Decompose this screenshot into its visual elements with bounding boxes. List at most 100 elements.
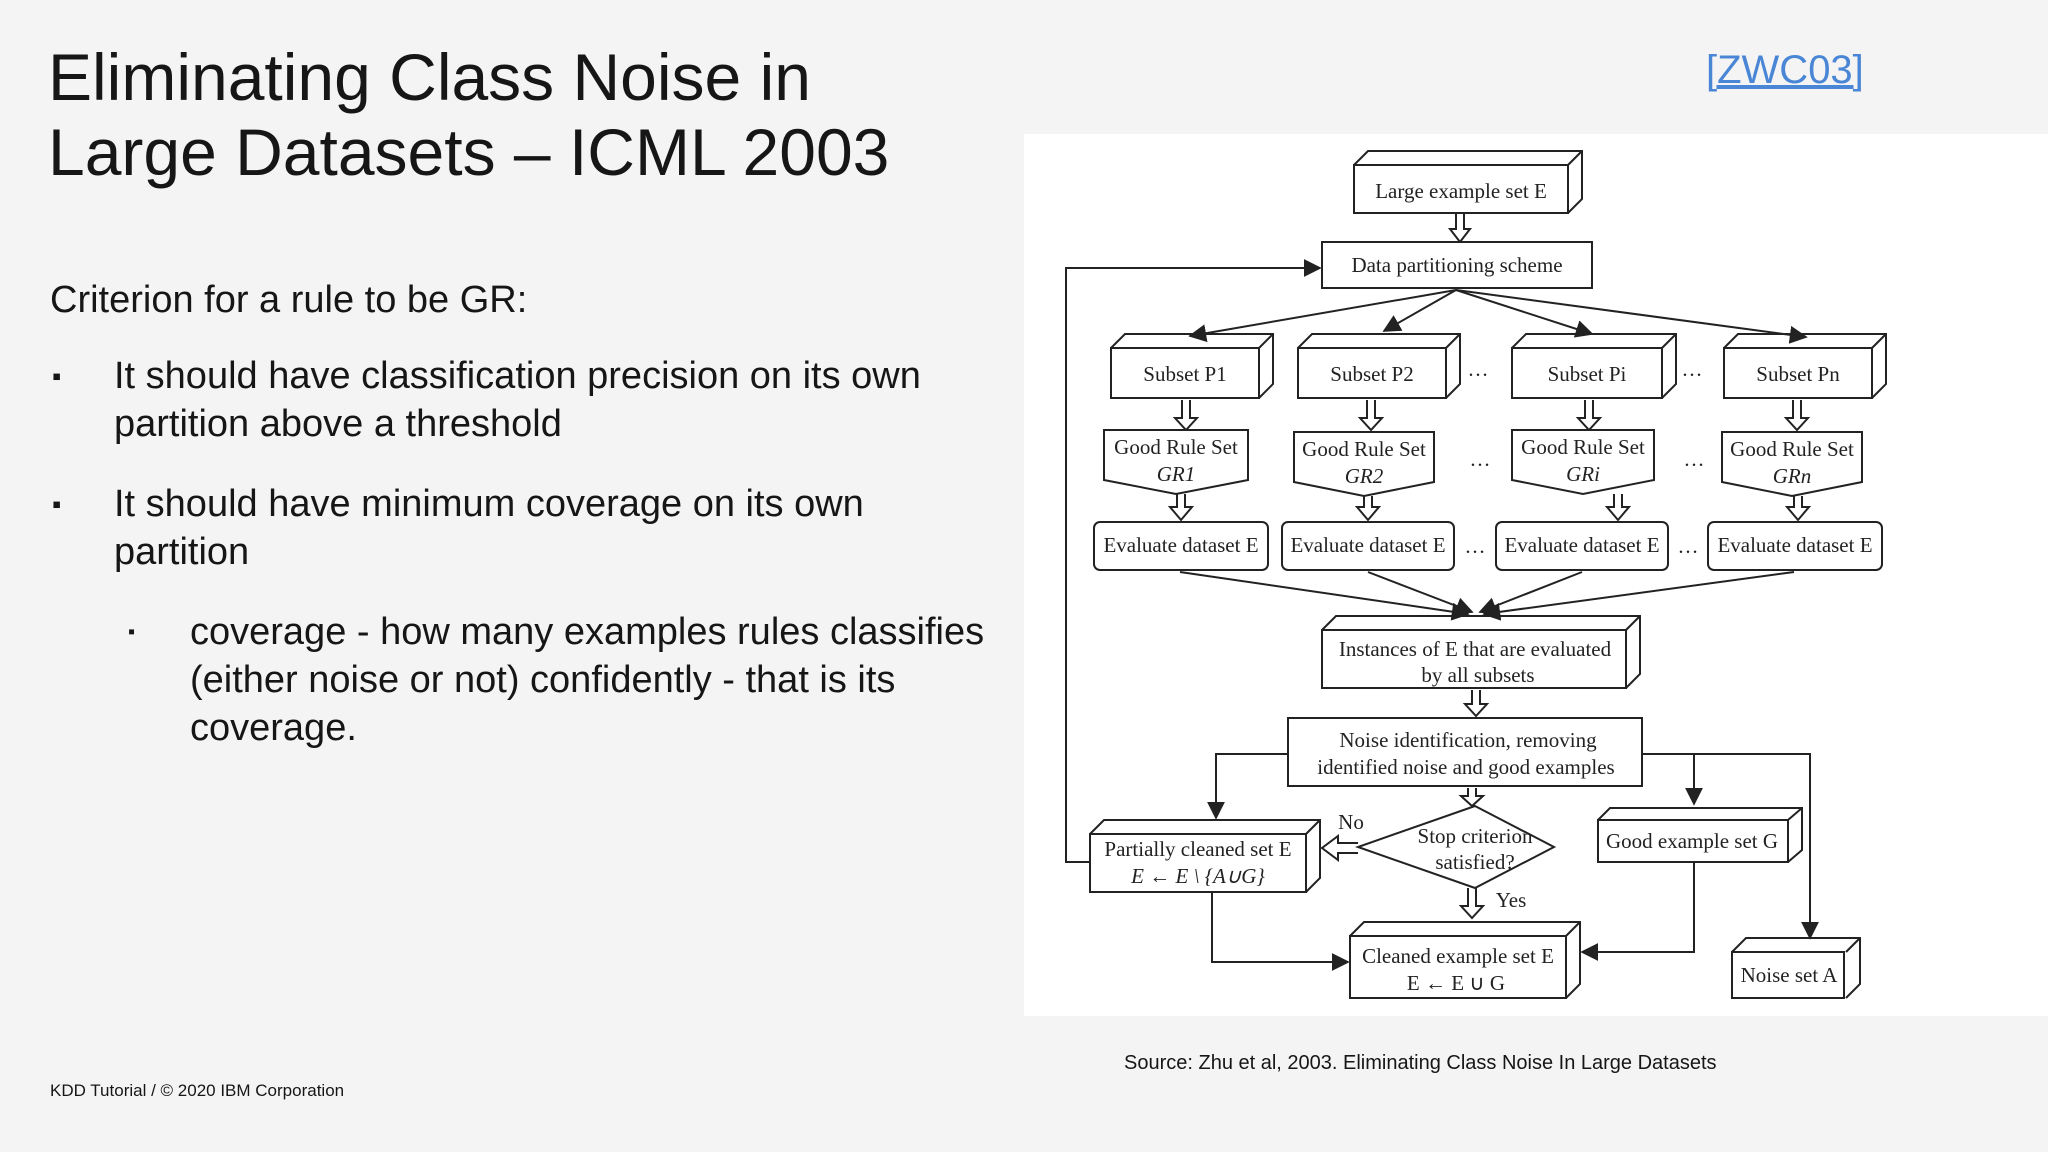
noise-identification-node bbox=[1287, 717, 1643, 787]
branch-arrow bbox=[1207, 753, 1288, 820]
hollow-arrow bbox=[1458, 788, 1486, 808]
partially-cleaned-label: Partially cleaned set E bbox=[1104, 837, 1291, 861]
subset-label: Subset Pi bbox=[1548, 362, 1627, 386]
subset-label: Subset Pn bbox=[1756, 362, 1840, 386]
good-rule-set-label: Good Rule Set bbox=[1521, 435, 1645, 459]
hollow-arrow bbox=[1458, 888, 1486, 920]
bullet-square-icon: ▪ bbox=[52, 489, 62, 519]
slide-title: Eliminating Class Noise in Large Dataset… bbox=[48, 40, 1028, 190]
gr-label: GRn bbox=[1773, 464, 1812, 488]
noise-set-label: Noise set A bbox=[1741, 963, 1839, 987]
fanout-arrow bbox=[1188, 289, 1457, 343]
converge-arrow bbox=[1179, 571, 1470, 621]
hollow-arrow-left bbox=[1320, 834, 1358, 862]
data-partitioning-node bbox=[1321, 241, 1593, 289]
cleaned-example-set-node bbox=[1349, 921, 1581, 999]
cleaned-example-set-formula: E ← E ∪ G bbox=[1407, 971, 1505, 995]
hollow-arrow bbox=[1172, 400, 1200, 432]
flow-arrow bbox=[1211, 892, 1350, 971]
sub-bullet-text: coverage - how many examples rules class… bbox=[190, 611, 985, 749]
partitioning-label: Data partitioning scheme bbox=[1351, 253, 1562, 277]
hollow-arrow bbox=[1167, 494, 1195, 522]
bullet-text: It should have classification precision … bbox=[114, 355, 921, 445]
bullet-item: ▪ It should have classification precisio… bbox=[50, 352, 990, 448]
hollow-arrow bbox=[1604, 494, 1632, 522]
evaluate-label: Evaluate dataset E bbox=[1717, 533, 1872, 557]
source-caption: Source: Zhu et al, 2003. Eliminating Cla… bbox=[1124, 1052, 1717, 1074]
large-example-set-node bbox=[1353, 150, 1583, 214]
hollow-arrow bbox=[1447, 214, 1473, 244]
slide-body: Criterion for a rule to be GR: ▪ It shou… bbox=[50, 276, 990, 752]
slide-title-line-1: Eliminating Class Noise in bbox=[48, 40, 811, 114]
fanout-arrow bbox=[1382, 289, 1457, 332]
gr-label: GRi bbox=[1566, 462, 1600, 486]
branch-arrow bbox=[1642, 753, 1819, 940]
hollow-arrow bbox=[1575, 400, 1603, 432]
noise-identification-label: Noise identification, removing bbox=[1339, 728, 1597, 752]
evaluate-dataset-node bbox=[1707, 521, 1883, 571]
good-rule-set-node bbox=[1293, 431, 1435, 498]
hollow-arrow bbox=[1357, 400, 1385, 432]
stop-criterion-label: Stop criterion bbox=[1418, 824, 1533, 848]
evaluate-label: Evaluate dataset E bbox=[1290, 533, 1445, 557]
bullet-square-icon: ▪ bbox=[52, 361, 62, 391]
hollow-arrow bbox=[1354, 496, 1382, 522]
noise-identification-label: identified noise and good examples bbox=[1317, 755, 1614, 779]
fanout-arrow bbox=[1455, 289, 1594, 338]
bullet-text: It should have minimum coverage on its o… bbox=[114, 483, 864, 573]
hollow-arrow bbox=[1462, 690, 1490, 718]
ellipsis-label: … bbox=[1682, 357, 1703, 381]
large-example-set-label: Large example set E bbox=[1375, 179, 1547, 203]
fanout-arrow bbox=[1455, 289, 1808, 344]
noise-set-node bbox=[1731, 937, 1861, 999]
branch-arrow bbox=[1642, 753, 1703, 806]
bullet-item: ▪ It should have minimum coverage on its… bbox=[50, 480, 990, 576]
hollow-arrow bbox=[1784, 496, 1812, 522]
bullet-square-icon: ▪ bbox=[128, 621, 136, 643]
good-example-set-node bbox=[1597, 807, 1803, 863]
subset-node bbox=[1723, 333, 1887, 399]
gr-label: GR2 bbox=[1345, 464, 1384, 488]
converge-arrow bbox=[1367, 571, 1474, 615]
evaluate-dataset-node bbox=[1495, 521, 1669, 571]
good-example-set-label: Good example set G bbox=[1606, 829, 1778, 853]
gr-label: GR1 bbox=[1157, 462, 1196, 486]
instances-label: by all subsets bbox=[1421, 663, 1534, 687]
subset-label: Subset P1 bbox=[1143, 362, 1226, 386]
evaluate-label: Evaluate dataset E bbox=[1103, 533, 1258, 557]
good-rule-set-node bbox=[1511, 429, 1655, 496]
no-label: No bbox=[1338, 810, 1364, 834]
hollow-arrow bbox=[1783, 400, 1811, 432]
ellipsis-label: … bbox=[1468, 357, 1489, 381]
subset-node bbox=[1110, 333, 1274, 399]
ellipsis-label: … bbox=[1678, 534, 1699, 558]
yes-label: Yes bbox=[1496, 888, 1527, 912]
footer-text: KDD Tutorial / © 2020 IBM Corporation bbox=[50, 1081, 345, 1100]
subset-node bbox=[1511, 333, 1677, 399]
evaluate-dataset-node bbox=[1093, 521, 1269, 571]
slide-title-line-2: Large Datasets – ICML 2003 bbox=[48, 115, 890, 189]
stop-criterion-label: satisfied? bbox=[1435, 850, 1514, 874]
subset-node bbox=[1297, 333, 1461, 399]
instances-node bbox=[1321, 615, 1641, 689]
subset-label: Subset P2 bbox=[1330, 362, 1413, 386]
evaluate-dataset-node bbox=[1281, 521, 1455, 571]
ellipsis-label: … bbox=[1470, 447, 1491, 471]
converge-arrow bbox=[1478, 571, 1583, 615]
evaluate-label: Evaluate dataset E bbox=[1504, 533, 1659, 557]
ellipsis-label: … bbox=[1684, 447, 1705, 471]
flow-arrow bbox=[1580, 860, 1695, 961]
good-rule-set-node bbox=[1721, 431, 1863, 498]
criterion-text: Criterion for a rule to be GR: bbox=[50, 279, 528, 321]
instances-label: Instances of E that are evaluated bbox=[1339, 637, 1612, 661]
partially-cleaned-node bbox=[1089, 819, 1321, 893]
partially-cleaned-formula: E ← E \ {A∪G} bbox=[1130, 864, 1265, 888]
good-rule-set-node bbox=[1103, 429, 1249, 496]
good-rule-set-label: Good Rule Set bbox=[1730, 437, 1854, 461]
converge-arrow bbox=[1482, 571, 1795, 621]
reference-link[interactable]: [ZWC03] bbox=[1706, 48, 1864, 92]
ellipsis-label: … bbox=[1465, 534, 1486, 558]
sub-bullet-item: ▪ coverage - how many examples rules cla… bbox=[50, 608, 990, 752]
flowchart: Large example set E Data partitioning sc… bbox=[1065, 150, 1887, 999]
cleaned-example-set-label: Cleaned example set E bbox=[1362, 944, 1554, 968]
